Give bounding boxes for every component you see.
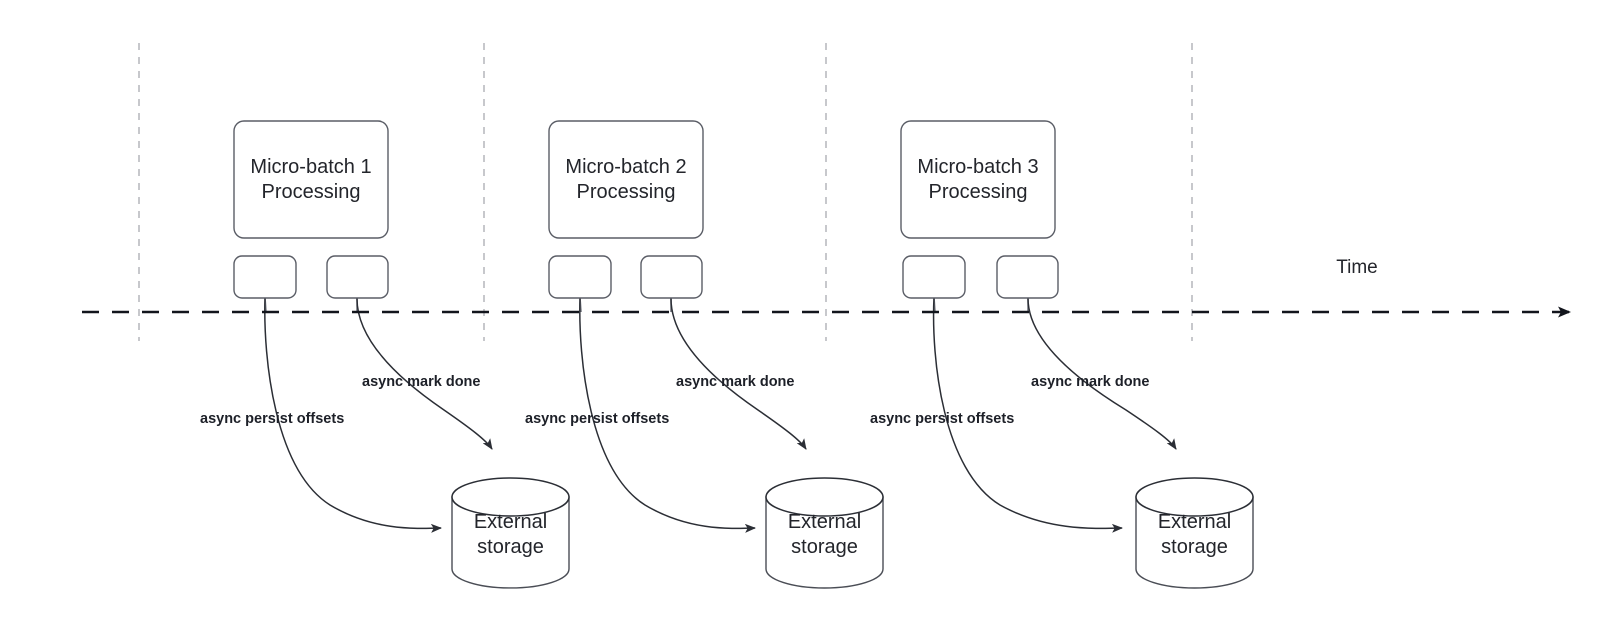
micro-batch-2-storage-cylinder-body[interactable] xyxy=(765,496,884,589)
micro-batch-3-storage-cylinder-top xyxy=(1135,477,1254,517)
micro-batch-3-box[interactable] xyxy=(900,120,1056,239)
micro-batch-1-mark-done-task[interactable] xyxy=(326,255,389,299)
micro-batch-1-persist-offsets-task[interactable] xyxy=(233,255,297,299)
micro-batch-2-async-persist-offsets-edge-label: async persist offsets xyxy=(525,411,669,427)
micro-batch-1-label-line2: Processing xyxy=(262,181,361,203)
micro-batch-2-storage-cylinder-top xyxy=(765,477,884,517)
edges-layer xyxy=(264,296,1177,533)
micro-batch-3-storage-cylinder-body[interactable] xyxy=(1135,496,1254,589)
micro-batch-1-storage-label-line1: External xyxy=(474,511,547,533)
micro-batch-2-storage-label-line2: storage xyxy=(791,536,858,558)
micro-batch-1-box[interactable] xyxy=(233,120,389,239)
micro-batch-3-storage-label-line2: storage xyxy=(1161,536,1228,558)
micro-batch-1-async-mark-done-edge xyxy=(356,296,493,450)
micro-batch-3-storage-label-line1: External xyxy=(1158,511,1231,533)
micro-batch-3-async-mark-done-edge-label: async mark done xyxy=(1031,374,1149,390)
micro-batch-3-persist-offsets-task[interactable] xyxy=(902,255,966,299)
micro-batch-1-async-persist-offsets-edge-label: async persist offsets xyxy=(200,411,344,427)
micro-batch-1-storage-cylinder-body[interactable] xyxy=(451,496,570,589)
micro-batch-3-async-persist-offsets-edge xyxy=(932,296,1123,533)
micro-batch-2-storage-label-line1: External xyxy=(788,511,861,533)
time-axis: Time xyxy=(82,257,1571,318)
edge-labels-layer: async persist offsets async mark done asyn… xyxy=(200,374,1149,427)
micro-batch-3-async-mark-done-edge xyxy=(1027,296,1177,450)
micro-batch-1-async-mark-done-edge-label: async mark done xyxy=(362,374,480,390)
time-axis-label: Time xyxy=(1336,257,1378,278)
micro-batch-2-label-line2: Processing xyxy=(577,181,676,203)
micro-batch-2-mark-done-task[interactable] xyxy=(640,255,703,299)
micro-batch-2-async-mark-done-edge-label: async mark done xyxy=(676,374,794,390)
micro-batch-3-mark-done-task[interactable] xyxy=(996,255,1059,299)
micro-batch-1-storage-cylinder-top xyxy=(451,477,570,517)
micro-batch-2-async-mark-done-edge xyxy=(670,296,807,450)
micro-batch-2-persist-offsets-task[interactable] xyxy=(548,255,612,299)
micro-batch-3-label-line1: Micro-batch 3 xyxy=(917,156,1038,178)
micro-batch-1-storage-label-line2: storage xyxy=(477,536,544,558)
micro-batch-3-label-line2: Processing xyxy=(929,181,1028,203)
micro-batch-1-label-line1: Micro-batch 1 xyxy=(250,156,371,178)
micro-batch-2-box[interactable] xyxy=(548,120,704,239)
micro-batch-2-async-persist-offsets-edge xyxy=(579,296,756,533)
micro-batch-2-label-line1: Micro-batch 2 xyxy=(565,156,686,178)
micro-batch-1-async-persist-offsets-edge xyxy=(264,296,442,533)
micro-batch-3-async-persist-offsets-edge-label: async persist offsets xyxy=(870,411,1014,427)
